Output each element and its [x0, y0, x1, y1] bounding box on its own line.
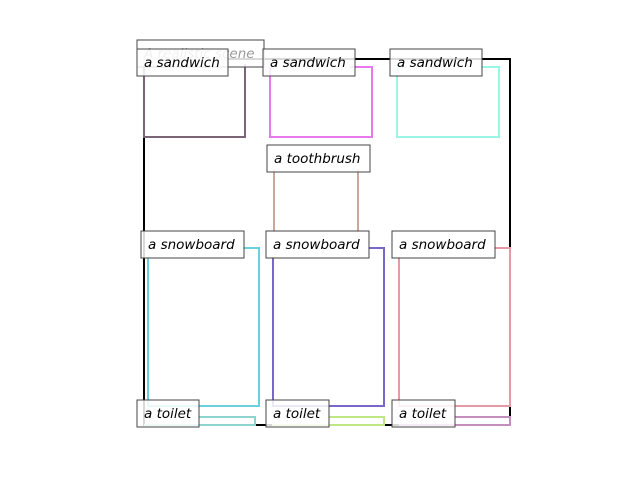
object-label-text: a snowboard [148, 237, 235, 253]
object-box-sandwich-2 [269, 66, 373, 138]
object-label-toilet-2: a toilet [265, 399, 330, 428]
object-label-toilet-1: a toilet [136, 399, 200, 428]
object-label-text: a sandwich [397, 55, 473, 71]
object-box-snowboard-3 [398, 247, 511, 407]
object-box-snowboard-2 [272, 247, 385, 407]
object-box-sandwich-3 [396, 66, 500, 138]
object-label-text: a snowboard [399, 237, 486, 253]
object-label-toilet-3: a toilet [391, 399, 456, 428]
object-box-snowboard-1 [147, 247, 260, 407]
object-label-sandwich-3: a sandwich [389, 48, 483, 77]
object-label-snowboard-1: a snowboard [140, 230, 245, 259]
object-label-text: a snowboard [273, 237, 360, 253]
object-label-text: a toilet [273, 406, 321, 422]
object-label-text: a sandwich [144, 55, 220, 71]
object-box-sandwich-1 [143, 64, 246, 138]
object-label-text: a toilet [399, 406, 447, 422]
object-label-text: a toothbrush [274, 151, 361, 167]
object-label-toothbrush: a toothbrush [266, 144, 371, 173]
object-label-sandwich-2: a sandwich [262, 48, 356, 77]
object-label-text: a toilet [144, 406, 192, 422]
object-label-sandwich-1: a sandwich [136, 48, 229, 77]
object-label-snowboard-2: a snowboard [265, 230, 370, 259]
object-label-text: a sandwich [270, 55, 346, 71]
object-label-snowboard-3: a snowboard [391, 230, 496, 259]
object-labels: a sandwich a sandwich a sandwich a tooth… [136, 48, 496, 428]
